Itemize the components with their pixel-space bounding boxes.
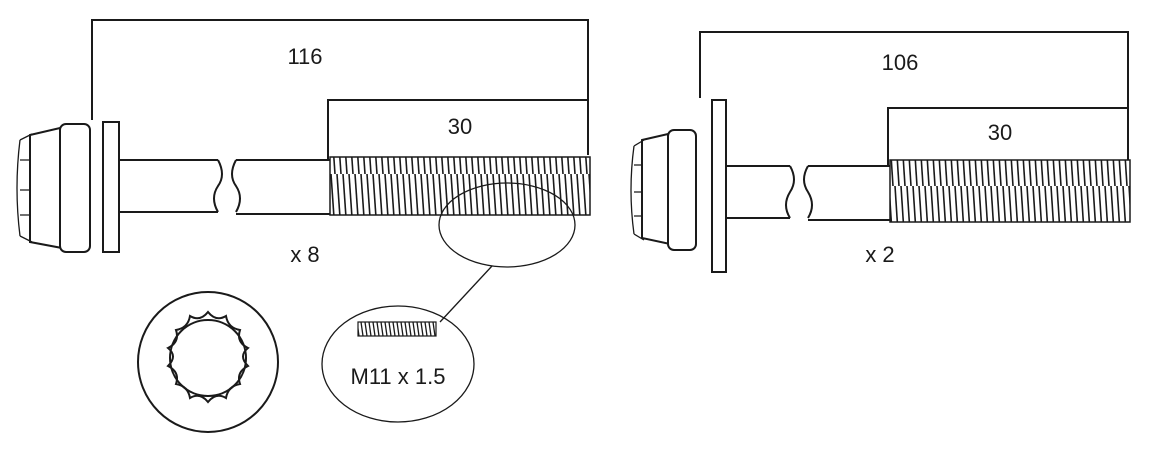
bolt-collar-long (59, 123, 91, 253)
thread-length-label-long: 30 (448, 114, 472, 139)
dimension-line-thread-long (327, 99, 589, 160)
bolt-thread-long (329, 156, 591, 216)
bolt-long (16, 19, 591, 268)
thread-detail-magnified (321, 305, 475, 423)
bolt-head-end-view (137, 291, 279, 433)
bolt-collar-short (667, 129, 697, 251)
bolt-shank-long (119, 159, 218, 213)
bolt-head-short (641, 132, 672, 246)
overall-length-label-long: 116 (287, 44, 322, 69)
bolt-short (630, 31, 1131, 273)
thread-spec-label: M11 x 1.5 (351, 364, 446, 389)
washer-long (102, 121, 120, 253)
bolt-thread-short (889, 159, 1131, 223)
thread-length-label-short: 30 (988, 120, 1012, 145)
thread-sample (357, 321, 437, 337)
washer-short (711, 99, 727, 273)
bolt-shank-short (726, 165, 790, 219)
quantity-label-short: x 2 (865, 242, 894, 267)
thread-detail-circle-long (438, 182, 576, 268)
detail-leader-line (439, 265, 493, 323)
bolt-head-long (29, 126, 64, 250)
dimension-line-overall-short (699, 31, 1129, 160)
overall-length-label-short: 106 (882, 50, 919, 75)
quantity-label-long: x 8 (290, 242, 319, 267)
dimension-line-overall-long (91, 19, 589, 155)
dimension-line-thread-short (887, 107, 1129, 165)
